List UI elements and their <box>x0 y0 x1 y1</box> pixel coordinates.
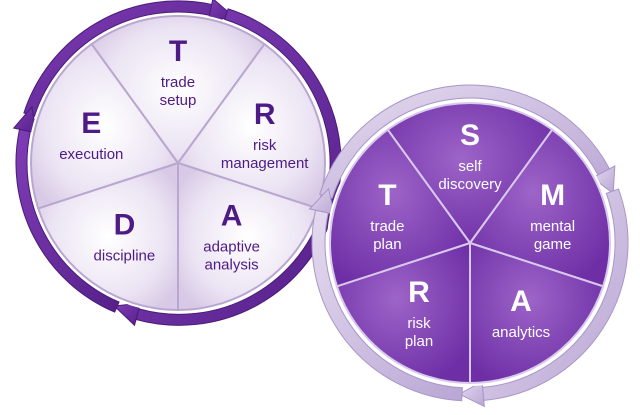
left-cycle-segment-letter: E <box>81 107 101 140</box>
right-cycle-segment-letter: T <box>378 179 396 212</box>
right-cycle-segment-wedge <box>329 128 472 288</box>
right-cycle-segment-wedge <box>468 128 611 288</box>
left-cycle-segment-letter: R <box>254 98 276 131</box>
left-cycle-segment-label-line-1: execution <box>59 146 123 163</box>
right-cycle-segment-letter: R <box>408 276 430 309</box>
right-cycle-segment-label-line-1: risk <box>407 315 431 332</box>
left-cycle-segment-wedge <box>177 161 320 312</box>
left-cycle-segment-letter: D <box>114 209 136 242</box>
left-cycle-segment-label-line-2: setup <box>160 92 197 109</box>
right-cycle-segment-label-line-1: trade <box>370 218 404 235</box>
left-cycle-segment-letter: A <box>221 200 243 233</box>
right-cycle-segment-letter: A <box>510 285 532 318</box>
right-cycle-segment-label-line-1: self <box>458 158 482 175</box>
right-cycle-segment-label-line-1: mental <box>530 218 575 235</box>
left-cycle-segment-letter: T <box>169 35 187 68</box>
left-cycle-segment-wedge <box>90 15 266 165</box>
left-cycle-segment-wedge <box>30 42 180 210</box>
left-cycle-segment-wedge <box>36 161 179 312</box>
right-cycle-ring-arrow-2 <box>458 380 485 408</box>
right-cycle-segment-label-line-2: plan <box>405 333 433 350</box>
left-cycle-segment-label-line-1: trade <box>161 74 195 91</box>
right-cycle-segment-letter: S <box>460 119 480 152</box>
right-cycle-segment-label-line-1: analytics <box>492 324 550 341</box>
left-cycle-segment-label-line-1: discipline <box>94 248 156 265</box>
right-cycle-ring-arrow-1 <box>591 165 616 195</box>
right-cycle-segment-wedge <box>469 241 605 385</box>
left-cycle-segment-label-line-1: risk <box>253 137 277 154</box>
right-cycle-segment-label-line-2: plan <box>373 236 401 253</box>
right-cycle-segment-letter: M <box>540 179 565 212</box>
left-cycle-segment-label-line-2: analysis <box>204 257 258 274</box>
left-cycle-segment-label-line-1: adaptive <box>203 239 260 256</box>
right-cycle-segment-label-line-2: game <box>534 236 572 253</box>
left-cycle-ring-arrow-2 <box>113 302 142 327</box>
right-cycle-segment-label-line-2: discovery <box>438 176 502 193</box>
left-cycle-ring-arrow-3 <box>12 105 37 134</box>
right-cycle-ring-arrow-3 <box>308 187 335 215</box>
right-cycle-segment-wedge <box>335 241 471 385</box>
left-cycle-segment-label-line-2: management <box>221 155 309 172</box>
right-cycle-segment-wedge <box>386 101 554 245</box>
